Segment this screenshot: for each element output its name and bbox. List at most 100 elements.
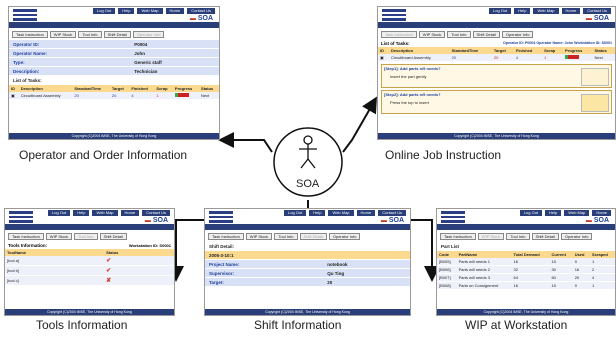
nav-home[interactable]: Home [356, 210, 376, 216]
caption-operator: Operator and Order Information [19, 148, 188, 162]
col-header: Total Demand [511, 251, 550, 258]
panel-footer: Copyright (C)2004 IMSE, The University o… [5, 309, 174, 315]
tab-task-instruction[interactable]: Task Instruction [208, 233, 244, 240]
nav-help[interactable]: Help [73, 210, 90, 216]
table-row[interactable]: ▣ Circuitboard Assembly 20 20 4 1 Next [378, 54, 615, 62]
step-image-icon [581, 94, 609, 112]
tab-shift-detail[interactable]: Shift Detail [531, 233, 559, 240]
task-table: ID Description StandardTime Target Finis… [9, 85, 219, 100]
tab-tool-info[interactable]: Tool Info [506, 233, 530, 240]
col-header: StandardTime [72, 85, 110, 92]
nav-help[interactable]: Help [309, 210, 326, 216]
tab-wip-stock[interactable]: WIP Stock [418, 31, 446, 38]
nav-logout[interactable]: Log Out [48, 210, 71, 216]
nav-contact[interactable]: Contact Us [583, 8, 611, 14]
nav-webmap[interactable]: Web Map [92, 210, 118, 216]
table-row: [B007] Parts will needs 3 64 60 20 4 [437, 273, 615, 282]
nav-webmap[interactable]: Web Map [328, 210, 354, 216]
nav-home[interactable]: Home [561, 8, 581, 14]
field-row: Supervisor:Qu Ting [205, 269, 410, 278]
task-table: ID Description StandardTime Target Finis… [378, 47, 615, 62]
nav-logout[interactable]: Log Out [93, 8, 116, 14]
col-header: ID [9, 85, 19, 92]
nav-home[interactable]: Home [165, 8, 185, 14]
col-header: Code [437, 251, 457, 258]
tab-tool-info[interactable]: Tool Info [447, 31, 471, 38]
field-row: Project Name:notebook [205, 260, 410, 269]
caption-tools: Tools Information [36, 318, 128, 332]
field-row: Description:Technician [9, 67, 219, 76]
arrow-to-online [342, 96, 377, 153]
tab-wip-stock[interactable]: WIP Stock [45, 233, 73, 240]
tab-operator-info[interactable]: Operator Info [132, 31, 165, 38]
nav-contact[interactable]: Contact Us [142, 210, 170, 216]
tools-panel: Log Out Help Web Map Home Contact Us ▬SO… [4, 208, 175, 316]
tab-shift-detail[interactable]: Shift Detail [99, 233, 127, 240]
col-header: PartName [456, 251, 512, 258]
nav-logout[interactable]: Log Out [489, 8, 512, 14]
arrow-to-operator [218, 132, 273, 153]
panel-header: Log Out Help Web Map Home Contact Us ▬SO… [378, 7, 615, 23]
nav-home[interactable]: Home [592, 210, 611, 216]
caption-online: Online Job Instruction [385, 148, 502, 162]
tab-operator-info[interactable]: Operator Info [501, 31, 534, 38]
panel-footer: Copyright (C)2004 IMSE, The University o… [9, 133, 219, 139]
table-row: [tool c] ✘ [5, 275, 174, 286]
tab-wip-stock[interactable]: WIP Stock [477, 233, 505, 240]
table-row: [tool a] ✔ [5, 256, 174, 266]
instruction-step: [Step2]: Add parts n/9 needs? Press the … [381, 90, 612, 114]
tab-tool-info[interactable]: Tool Info [78, 31, 102, 38]
header-strip [378, 23, 615, 28]
tab-tool-info[interactable]: Tool Info [274, 233, 298, 240]
table-row: [B008] Parts on Consignment 16 15 0 1 [437, 281, 615, 290]
tab-task-instruction[interactable]: Task Instruction [381, 31, 417, 38]
table-row: [B006] Parts will needs 2 32 30 16 2 [437, 265, 615, 274]
operator-meta: Operator ID: P0004 Operator Name: John W… [503, 41, 612, 45]
table-row[interactable]: ▣ Circuitboard Assembly 20 20 4 1 Next [9, 92, 219, 100]
col-header: Scrap [542, 47, 564, 54]
list-title: List of Tasks: [13, 78, 42, 83]
tab-tool-info[interactable]: Tool Info [74, 233, 98, 240]
col-header: Current [549, 251, 573, 258]
nav-webmap[interactable]: Web Map [564, 210, 590, 216]
brand-logo: ▬SOA [585, 217, 609, 224]
brand-logo: ▬SOA [189, 15, 213, 22]
nav-logout[interactable]: Log Out [284, 210, 307, 216]
tab-wip-stock[interactable]: WIP Stock [49, 31, 77, 38]
tab-task-instruction[interactable]: Task Instruction [440, 233, 476, 240]
shift-panel: Log Out Help Web Map Home Contact Us ▬SO… [204, 208, 411, 316]
field-row: Type:Generic staff [9, 58, 219, 67]
tab-operator-info[interactable]: Operator Info [328, 233, 361, 240]
nav-help[interactable]: Help [545, 210, 562, 216]
row-select-icon[interactable]: ▣ [378, 54, 390, 62]
stick-figure-icon [299, 135, 317, 169]
tab-shift-detail[interactable]: Shift Detail [472, 31, 500, 38]
list-title: List of Tasks: [381, 41, 410, 46]
online-panel: Log Out Help Web Map Home Contact Us ▬SO… [377, 6, 616, 140]
tab-task-instruction[interactable]: Task Instruction [12, 31, 48, 38]
nav-contact[interactable]: Contact Us [187, 8, 215, 14]
tab-task-instruction[interactable]: Task Instruction [8, 233, 44, 240]
nav-webmap[interactable]: Web Map [533, 8, 559, 14]
nav-logout[interactable]: Log Out [519, 210, 543, 216]
nav-contact[interactable]: Contact Us [378, 210, 406, 216]
nav-help[interactable]: Help [118, 8, 135, 14]
tab-shift-detail[interactable]: Shift Detail [299, 233, 327, 240]
soa-circle [273, 127, 343, 197]
tab-operator-info[interactable]: Operator Info [560, 233, 593, 240]
step-image-icon [581, 68, 609, 86]
tab-wip-stock[interactable]: WIP Stock [245, 233, 273, 240]
field-row: Target:20 [205, 278, 410, 287]
field-row: Operator ID:P0004 [9, 40, 219, 49]
nav-home[interactable]: Home [120, 210, 140, 216]
progress-bar [565, 55, 580, 59]
nav-webmap[interactable]: Web Map [137, 8, 163, 14]
header-strip [5, 225, 174, 230]
panel-header: Log Out Help Web Map Home ▬SOA [437, 209, 615, 225]
col-header: Progress [172, 85, 200, 92]
row-select-icon[interactable]: ▣ [9, 92, 19, 100]
col-header: Target [491, 47, 514, 54]
header-strip [437, 225, 615, 230]
nav-help[interactable]: Help [514, 8, 531, 14]
tab-shift-detail[interactable]: Shift Detail [103, 31, 131, 38]
